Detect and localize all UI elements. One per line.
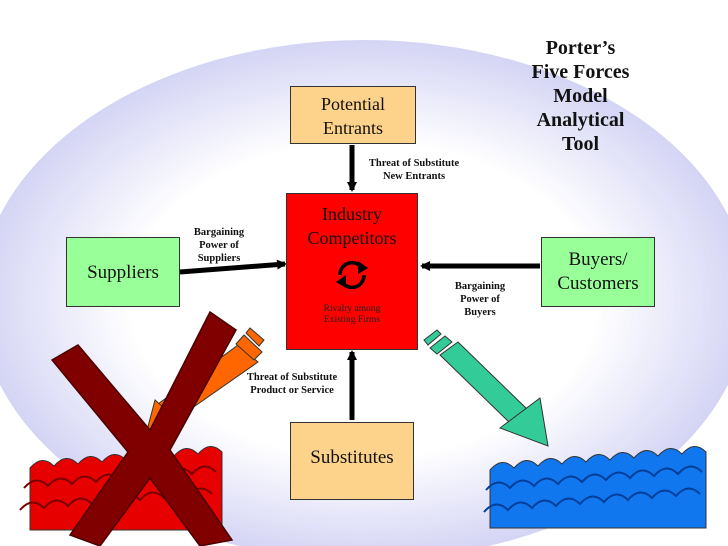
node-label: Industry: [322, 204, 382, 224]
edge-label-buyer-power: Bargaining Power of Buyers: [440, 280, 520, 319]
node-substitutes: Substitutes: [290, 422, 414, 500]
node-buyers-customers: Buyers/ Customers: [541, 237, 655, 307]
edge-label-line: Bargaining: [193, 227, 245, 238]
node-label: Potential: [321, 94, 385, 114]
edge-label-line: Threat of Substitute: [368, 158, 460, 169]
node-industry-competitors: Industry Competitors Rivalry among Exist…: [286, 193, 418, 350]
edge-label-line: Buyers: [464, 307, 496, 318]
edge-label-supplier-power: Bargaining Power of Suppliers: [178, 226, 260, 265]
node-suppliers: Suppliers: [66, 237, 180, 307]
edge-label-line: Power of: [199, 240, 239, 251]
node-label: Buyers/: [568, 249, 628, 270]
edge-label-new-entrants: Threat of Substitute New Entrants: [352, 157, 476, 183]
node-caption: Existing Firms: [323, 315, 381, 325]
title-line: Model: [553, 85, 608, 107]
title-line: Five Forces: [531, 61, 630, 83]
node-label: Substitutes: [310, 447, 394, 468]
node-label: Entrants: [323, 118, 383, 138]
edge-label-line: Product or Service: [250, 385, 334, 396]
title-line: Tool: [561, 133, 600, 155]
edge-label-line: New Entrants: [382, 171, 446, 182]
rivalry-cycle-icon: [287, 256, 417, 294]
node-label: Suppliers: [87, 262, 159, 283]
edge-label-substitute-threat: Threat of Substitute Product or Service: [230, 371, 354, 397]
edge-label-line: Bargaining: [454, 281, 506, 292]
arrow-suppliers-to-competitors: [179, 259, 287, 275]
node-label: Competitors: [307, 228, 397, 248]
edge-label-line: Power of: [460, 294, 500, 305]
node-label: Customers: [557, 273, 639, 294]
node-caption: Rivalry among: [323, 304, 381, 314]
x-mark-icon: [50, 310, 237, 546]
node-potential-entrants: Potential Entrants: [290, 86, 416, 144]
edge-label-line: Threat of Substitute: [246, 372, 338, 383]
edge-label-line: Suppliers: [197, 253, 241, 264]
diagram-title: Porter’s Five Forces Model Analytical To…: [508, 36, 653, 156]
blue-waves: [483, 446, 707, 529]
title-line: Porter’s: [545, 37, 616, 59]
title-line: Analytical: [536, 109, 625, 131]
winner-arrow: [423, 329, 549, 447]
